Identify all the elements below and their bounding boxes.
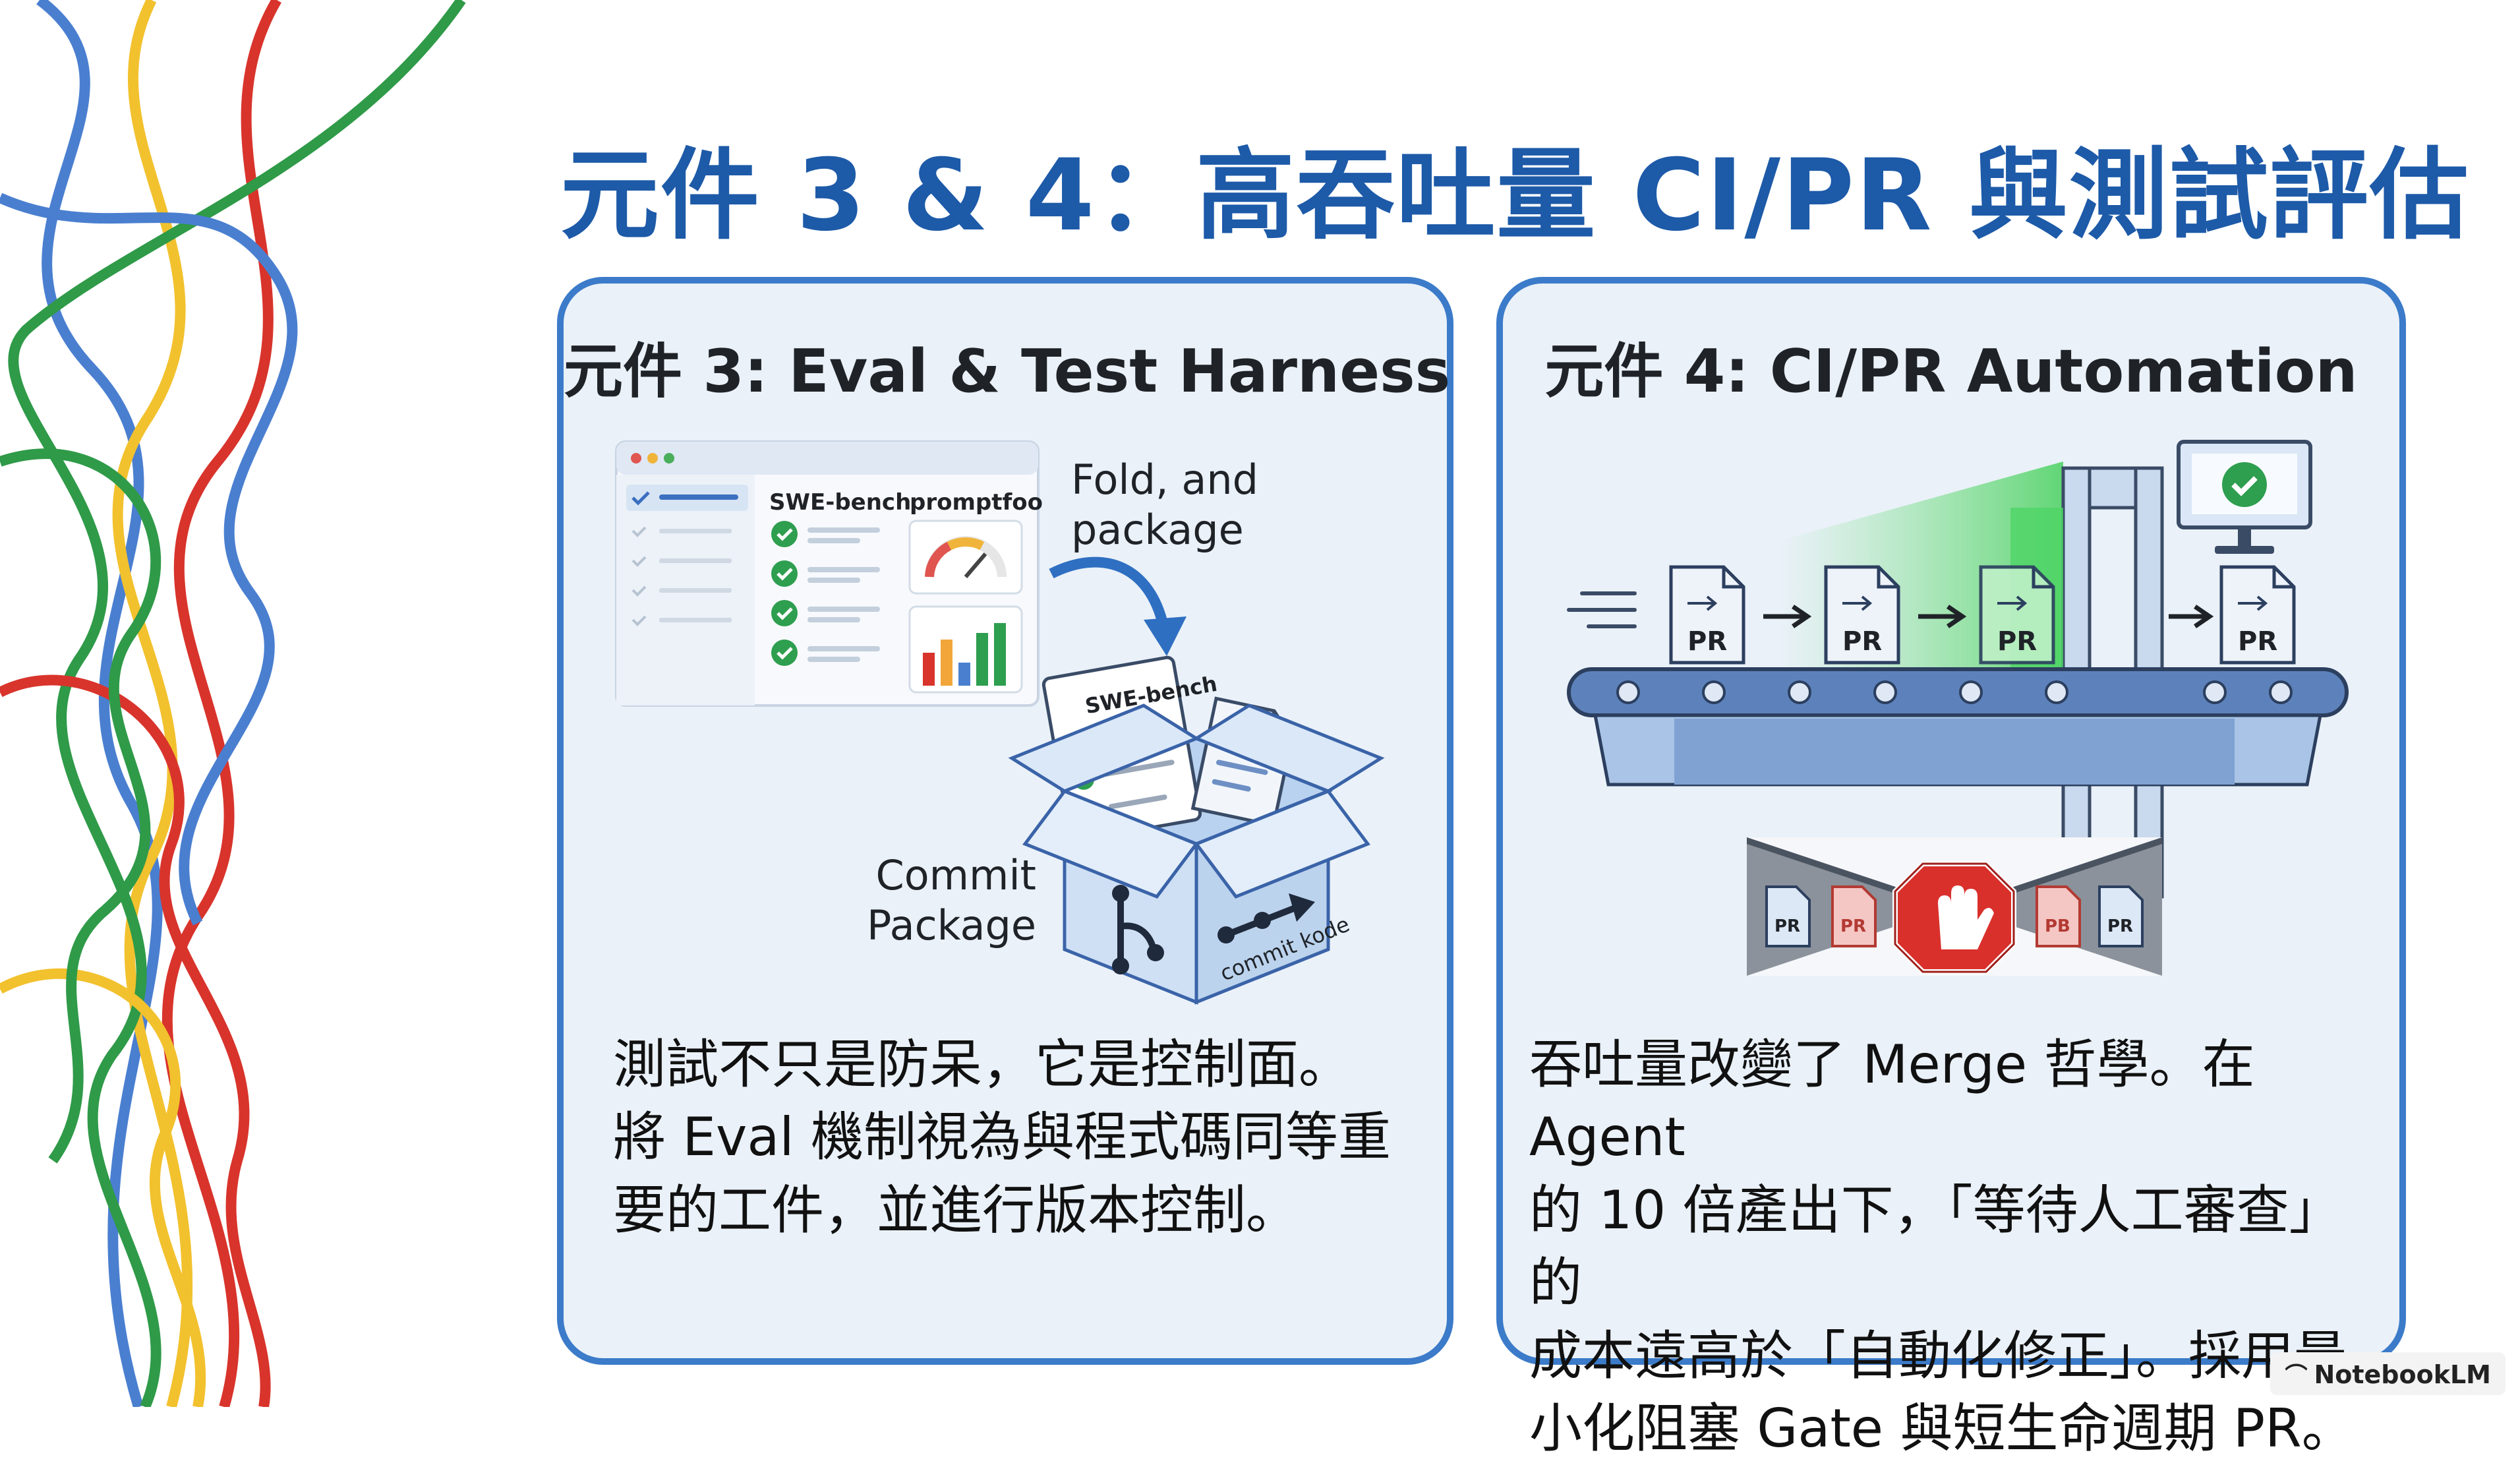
pr-label: PR <box>2238 626 2278 657</box>
notebooklm-icon: ⌒ <box>2285 1363 2308 1389</box>
card-title: 元件 4: CI/PR Automation <box>1544 337 2358 406</box>
pr-label-small: PR <box>2107 916 2134 936</box>
card-title: 元件 3: Eval & Test Harness <box>564 337 1451 406</box>
window-tab-promptfoo: promptfoo <box>910 489 1043 516</box>
pr-label: PR <box>1687 626 1728 657</box>
pr-label: PR <box>1842 626 1883 657</box>
fold-package-label: Fold, and package <box>1071 456 1259 554</box>
pr-label-small: PR <box>1774 916 1801 936</box>
ci-illustration <box>1567 440 2349 976</box>
card-description: 吞吐量改變了 Merge 哲學。在 Agent 的 10 倍產出下，「等待人工審… <box>1529 1034 2355 1459</box>
ci-pr-automation-card: 元件 4: CI/PR Automation <box>1496 277 2406 1459</box>
commit-package-label: Commit Package <box>867 851 1036 949</box>
pr-label: PR <box>1997 626 2037 657</box>
decorative-lines <box>0 0 466 1407</box>
pr-label-small: PR <box>1840 916 1867 936</box>
notebooklm-watermark: ⌒NotebookLM <box>2270 1352 2505 1395</box>
eval-illustration <box>615 440 1385 1005</box>
pb-label-small: PB <box>2045 916 2070 936</box>
card-description: 測試不只是防呆，它是控制面。 將 Eval 機制視為與程式碼同等重 要的工件，並… <box>613 1034 1391 1241</box>
slide-title: 元件 3 & 4：高吞吐量 CI/PR 與測試評估 <box>560 138 2470 253</box>
window-tab-swe-bench: SWE-bench <box>769 489 912 516</box>
eval-test-harness-card: 元件 3: Eval & Test Harness <box>557 277 1453 1365</box>
